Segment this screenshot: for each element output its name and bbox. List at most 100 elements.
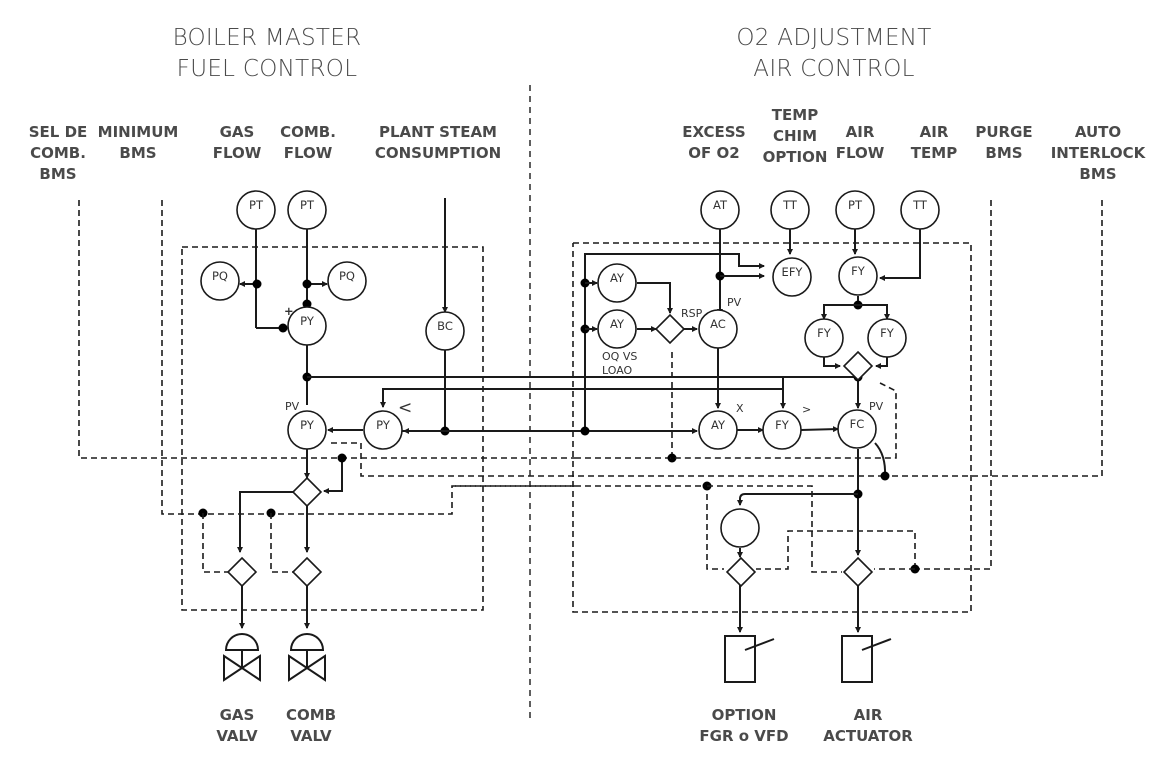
instrument-bubble (363, 410, 403, 450)
junction-demand (580, 426, 590, 436)
instrument-pq-left: PQ (200, 261, 240, 301)
title-left-line2: FUEL CONTROL (177, 56, 358, 82)
junction-bms-left (337, 453, 347, 463)
svg-text:MINIMUM: MINIMUM (98, 123, 179, 141)
diamond-air (842, 556, 874, 588)
instrument-tag: TT (782, 198, 798, 212)
instrument-tag: FY (880, 326, 895, 340)
svg-text:FLOW: FLOW (284, 144, 333, 162)
instrument-tag: FY (817, 326, 832, 340)
input-label-gas-flow: GAS FLOW (213, 123, 262, 162)
instrument-tag: PY (376, 418, 391, 432)
signal-fgr-box (707, 485, 842, 573)
instrument-bubble (770, 190, 810, 230)
instrument-ay-oq: AY (597, 309, 637, 349)
instrument-tag: FY (851, 264, 866, 278)
instrument-py-pv: PY (287, 410, 327, 450)
svg-text:COMB.: COMB. (280, 123, 336, 141)
svg-text:EXCESS: EXCESS (682, 123, 745, 141)
signal-sel-comb-bms (78, 200, 575, 459)
instrument-ay-top: AY (597, 263, 637, 303)
diamond-fy-select (842, 350, 874, 382)
instrument-fy-left: FY (804, 318, 844, 358)
signal-py-feedback (331, 442, 885, 477)
input-label-plant-steam: PLANT STEAM CONSUMPTION (375, 123, 501, 162)
instrument-bubble (698, 410, 738, 450)
svg-text:BMS: BMS (985, 144, 1022, 162)
annotation-loao: LOAO (602, 364, 633, 377)
instrument-bubble (287, 190, 327, 230)
junction-comb (302, 279, 312, 289)
instrument-bubble (700, 190, 740, 230)
annotation-rsp: RSP (681, 307, 703, 320)
instrument-tt-air: TT (900, 190, 940, 230)
instrument-tag: PY (300, 418, 315, 432)
instrument-bubble (287, 306, 327, 346)
boundary-left (181, 246, 484, 611)
diamond-fgr (725, 556, 757, 588)
svg-text:CONSUMPTION: CONSUMPTION (375, 144, 501, 162)
signal-fgr-left (455, 485, 724, 570)
svg-text:AUTO: AUTO (1075, 123, 1121, 141)
svg-text:AIR: AIR (854, 706, 883, 724)
instrument-pt-comb: PT (287, 190, 327, 230)
instrument-bubble (327, 261, 367, 301)
svg-text:FLOW: FLOW (836, 144, 885, 162)
signal-bms-comb (270, 513, 294, 573)
input-label-sel-comb-bms: SEL DE COMB. BMS (29, 123, 88, 183)
svg-text:TEMP: TEMP (911, 144, 957, 162)
svg-text:OPTION: OPTION (763, 148, 828, 166)
instrument-ay-mult: AY (698, 410, 738, 450)
instrument-fy-high: FY (762, 410, 802, 450)
annotation-less-than: < (398, 398, 412, 418)
svg-text:COMB.: COMB. (30, 144, 86, 162)
instrument-tt-chim: TT (770, 190, 810, 230)
line-fc-to-fgr (737, 493, 858, 506)
svg-text:FGR o VFD: FGR o VFD (699, 727, 788, 745)
svg-text:PURGE: PURGE (975, 123, 1032, 141)
input-label-excess-o2: EXCESS OF O2 (682, 123, 745, 162)
output-label-air-actuator: AIR ACTUATOR (823, 706, 913, 745)
comb-valve-icon (288, 633, 326, 682)
diamond-fuel-select (291, 476, 323, 508)
svg-text:BMS: BMS (1079, 165, 1116, 183)
annotation-plus: + (284, 304, 294, 318)
input-label-purge-bms: PURGE BMS (975, 123, 1032, 162)
signal-fc-mode (670, 382, 897, 459)
instrument-tag: PY (300, 314, 315, 328)
junction-rsp-bms (667, 453, 677, 463)
instrument-bubble (900, 190, 940, 230)
svg-text:ACTUATOR: ACTUATOR (823, 727, 913, 745)
signal-minimum-bms (161, 200, 575, 515)
instrument-pq-right: PQ (327, 261, 367, 301)
instrument-pt-air: PT (835, 190, 875, 230)
instrument-tag: AT (713, 198, 728, 212)
line-fy-right-to-diamond (875, 357, 888, 369)
input-label-air-temp: AIR TEMP (911, 123, 957, 162)
line-diamond-to-gas (237, 491, 295, 553)
title-left-line1: BOILER MASTER (173, 25, 362, 51)
signal-fgr-right (756, 530, 916, 570)
instrument-tag: BC (437, 319, 453, 333)
title-right-line2: AIR CONTROL (753, 56, 914, 82)
signal-auto-interlock (885, 200, 1103, 477)
junction-gas-py (278, 323, 288, 333)
svg-text:BMS: BMS (119, 144, 156, 162)
fgr-damper-icon (724, 635, 775, 683)
svg-text:SEL DE: SEL DE (29, 123, 88, 141)
svg-text:TEMP: TEMP (772, 106, 818, 124)
instrument-py-low: PY (363, 410, 403, 450)
line-demand-loop (584, 253, 765, 431)
instrument-tag: EFY (782, 265, 804, 279)
svg-text:VALV: VALV (290, 727, 332, 745)
instrument-bubble (597, 263, 637, 303)
gas-valve-icon (223, 633, 261, 682)
instrument-ac: AC (698, 309, 738, 349)
output-label-comb-valv: COMB VALV (286, 706, 336, 745)
instrument-bubble (804, 318, 844, 358)
line-air-to-py-low (380, 388, 784, 408)
svg-text:AIR: AIR (846, 123, 875, 141)
svg-text:CHIM: CHIM (773, 127, 817, 145)
instrument-bubble (838, 256, 878, 296)
instrument-tag: AC (710, 317, 726, 331)
